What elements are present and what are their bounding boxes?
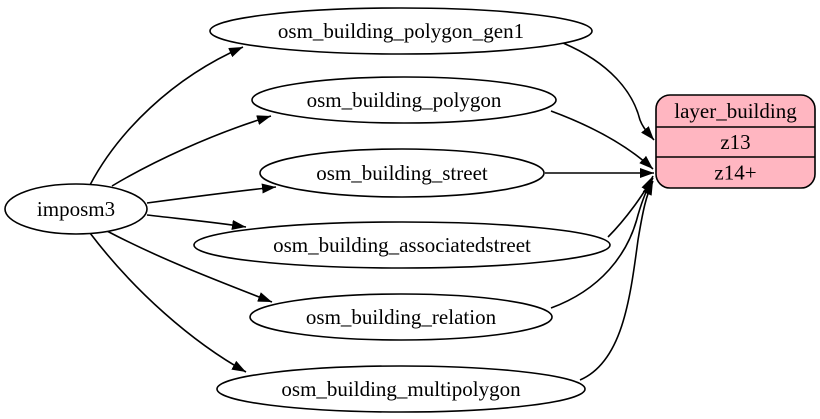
node-osm_building_associatedstreet: osm_building_associatedstreet [193,221,611,269]
record-row-z13: z13 [720,130,750,154]
node-osm_building_relation: osm_building_relation [249,293,553,341]
edge-imposm3-to-osm_building_polygon_gen1 [89,46,244,186]
node-ellipse-osm_building_polygon_gen1 [209,7,593,55]
node-imposm3: imposm3 [4,183,148,235]
edge-imposm3-to-osm_building_associatedstreet [146,214,247,230]
edge-osm_building_associatedstreet-to-layer_building-z14+ [607,175,654,238]
edge-imposm3-to-osm_building_street [146,183,277,204]
node-osm_building_polygon_gen1: osm_building_polygon_gen1 [209,7,593,55]
record-box-layer_building [655,94,816,189]
node-osm_building_street: osm_building_street [259,148,545,198]
node-ellipse-imposm3 [4,183,148,235]
node-ellipse-osm_building_polygon [251,76,557,124]
node-label-osm_building_relation: osm_building_relation [306,305,497,329]
edge-imposm3-to-osm_building_relation [106,230,273,303]
node-osm_building_polygon: osm_building_polygon [251,76,557,124]
node-ellipse-osm_building_relation [249,293,553,341]
record-title-layer_building: layer_building [674,99,797,123]
node-osm_building_multipolygon: osm_building_multipolygon [216,365,586,413]
edge-imposm3-to-osm_building_multipolygon [89,232,247,373]
node-ellipse-osm_building_multipolygon [216,365,586,413]
node-label-osm_building_street: osm_building_street [316,161,488,185]
node-ellipse-osm_building_associatedstreet [193,221,611,269]
node-label-osm_building_multipolygon: osm_building_multipolygon [281,377,521,401]
node-label-osm_building_polygon_gen1: osm_building_polygon_gen1 [278,19,524,43]
node-layer_building: layer_building z13 z14+ [655,94,816,189]
node-label-osm_building_associatedstreet: osm_building_associatedstreet [273,233,531,257]
node-label-imposm3: imposm3 [37,197,115,221]
edge-osm_building_polygon-to-layer_building-z14+ [550,110,654,170]
record-row-z14plus: z14+ [714,161,756,185]
edge-osm_building_multipolygon-to-layer_building-z14+ [579,180,654,381]
edge-osm_building_polygon_gen1-to-layer_building-z13 [562,42,655,141]
node-ellipse-osm_building_street [259,148,545,198]
node-label-osm_building_polygon: osm_building_polygon [307,88,502,112]
edge-imposm3-to-osm_building_polygon [111,115,272,187]
